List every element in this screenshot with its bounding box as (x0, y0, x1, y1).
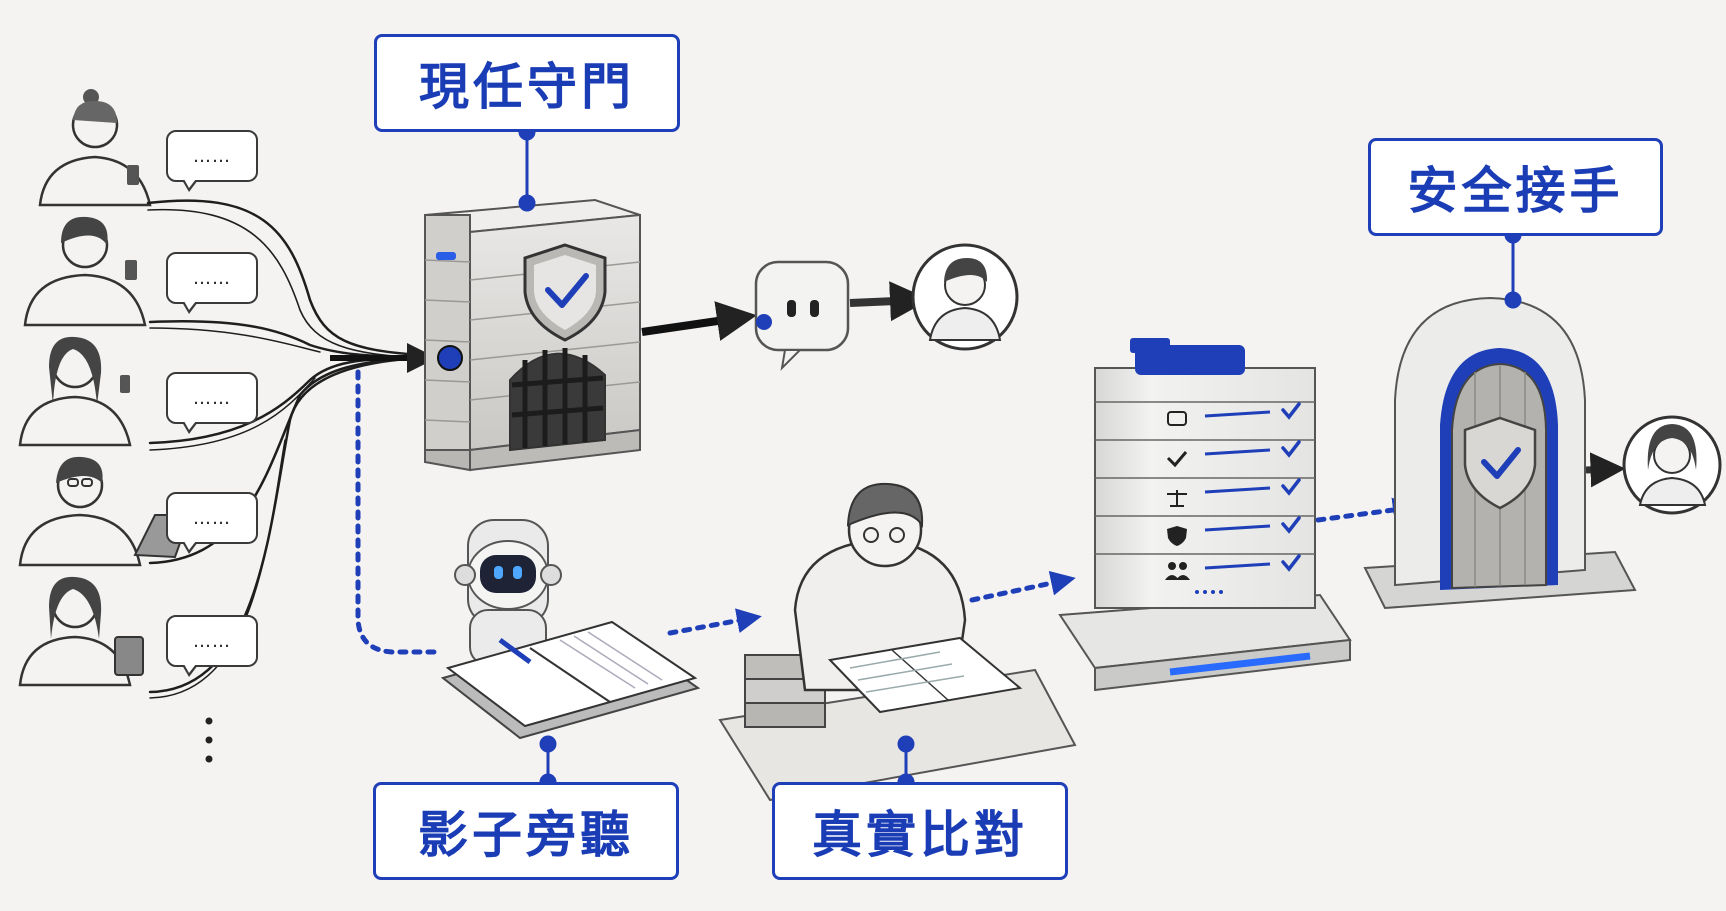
checklist-server-icon (1060, 338, 1350, 690)
user-avatar-icon (40, 89, 150, 205)
gate-door-icon (1365, 298, 1635, 608)
label-incumbent-gatekeeper: 現任守門 (374, 34, 680, 132)
chat-bubble-icon: …… (166, 252, 258, 304)
label-safe-handover: 安全接手 (1368, 138, 1663, 236)
label-ground-truth-comparison: 真實比對 (772, 782, 1068, 880)
user-avatar-icon (913, 245, 1017, 349)
chat-bubble-icon: …… (166, 130, 258, 182)
chat-bubble-icon: …… (166, 615, 258, 667)
arrow-to-bot (642, 317, 745, 332)
arrow-to-handover-user (1586, 469, 1615, 470)
expert-icon (720, 484, 1075, 800)
user-avatar-icon (20, 457, 190, 565)
arrow-to-user (850, 300, 918, 303)
user-avatar-icon (1624, 417, 1720, 513)
vertical-ellipsis-icon (206, 718, 213, 763)
label-shadow-listening: 影子旁聽 (373, 782, 679, 880)
chat-bubble-icon: …… (166, 492, 258, 544)
bot-chat-icon (756, 262, 848, 368)
user-avatar-icon (25, 217, 145, 325)
user-avatar-icon (20, 337, 130, 445)
chat-bubble-icon: …… (166, 372, 258, 424)
user-avatar-icon (20, 577, 143, 685)
stone-gate-icon (425, 200, 640, 470)
